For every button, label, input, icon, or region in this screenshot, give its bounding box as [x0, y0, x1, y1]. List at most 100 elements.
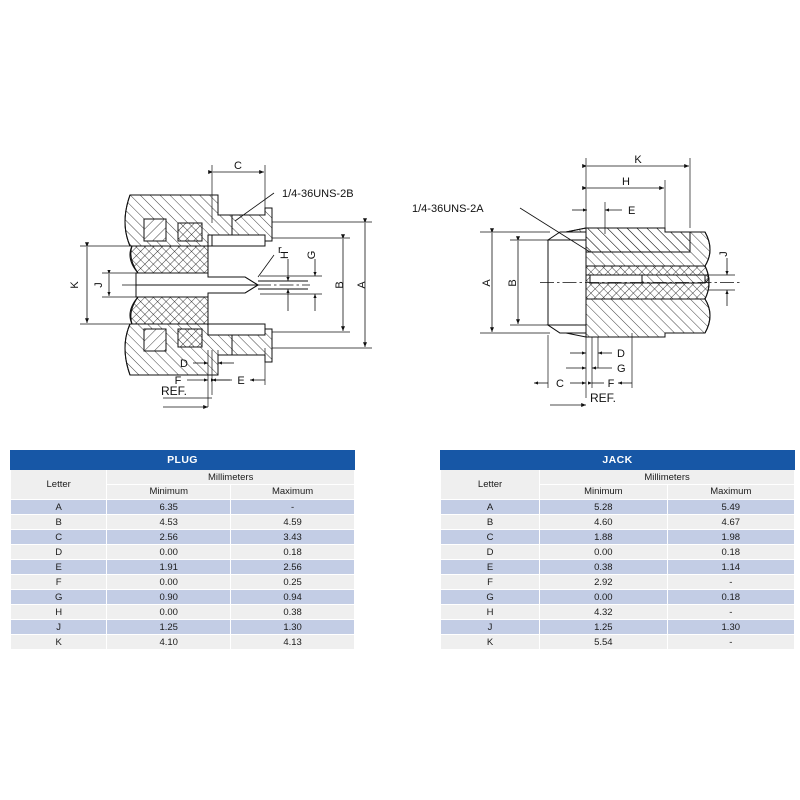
plug-max-header: Maximum	[230, 484, 355, 500]
jack-dim-k: K	[634, 154, 642, 166]
row-letter: A	[439, 499, 541, 515]
jack-dim-j: J	[718, 251, 730, 257]
table-row: G 0.90 0.94	[9, 589, 355, 605]
plug-dim-c: C	[234, 160, 242, 172]
jack-ref-label: REF.	[590, 391, 616, 405]
jack-max-header: Maximum	[666, 484, 796, 500]
plug-dimension-table: PLUG Letter Millimeters Minimum Maximum …	[9, 450, 355, 650]
plug-ref-label: REF.	[161, 384, 187, 398]
row-letter: G	[9, 589, 108, 605]
jack-dimension-table: JACK Letter Millimeters Minimum Maximum …	[439, 450, 796, 650]
row-letter: C	[439, 529, 541, 545]
row-max: 0.18	[230, 544, 355, 560]
table-row: D 0.00 0.18	[439, 544, 796, 560]
plug-dim-a: A	[356, 281, 368, 289]
plug-dim-d: D	[180, 358, 188, 370]
row-min: 6.35	[106, 499, 232, 515]
row-max: 0.94	[230, 589, 355, 605]
table-row: B 4.60 4.67	[439, 514, 796, 530]
jack-units-header: Millimeters	[539, 469, 795, 485]
row-max: -	[666, 574, 796, 590]
table-title-row: PLUG	[10, 450, 355, 470]
jack-thread-callout: 1/4-36UNS-2A	[412, 203, 484, 215]
row-max: 0.25	[230, 574, 355, 590]
row-min: 4.60	[539, 514, 668, 530]
plug-thread-callout: 1/4-36UNS-2B	[282, 188, 354, 200]
plug-dim-b: B	[334, 281, 346, 288]
plug-dim-k: K	[69, 281, 81, 289]
row-min: 5.54	[539, 634, 668, 650]
jack-min-header: Minimum	[539, 484, 668, 500]
row-min: 1.25	[106, 619, 232, 635]
plug-dim-j: J	[93, 282, 105, 288]
plug-min-header: Minimum	[106, 484, 232, 500]
table-row: H 4.32 -	[439, 604, 796, 620]
plug-letter-header: Letter	[9, 469, 108, 500]
table-row: F 2.92 -	[439, 574, 796, 590]
jack-table-title: JACK	[440, 450, 795, 470]
plug-dim-g: G	[306, 251, 318, 260]
row-min: 5.28	[539, 499, 668, 515]
row-max: 1.30	[230, 619, 355, 635]
plug-table-title: PLUG	[10, 450, 355, 470]
plug-drawing: C 1/4-36UNS-2B A B G H r K J D F E REF.	[60, 145, 405, 420]
row-letter: H	[439, 604, 541, 620]
row-min: 2.56	[106, 529, 232, 545]
row-max: 1.30	[666, 619, 796, 635]
row-letter: J	[439, 619, 541, 635]
row-max: 4.67	[666, 514, 796, 530]
table-row: A 5.28 5.49	[439, 499, 796, 515]
row-min: 1.25	[539, 619, 668, 635]
row-min: 4.10	[106, 634, 232, 650]
row-max: 3.43	[230, 529, 355, 545]
row-max: 0.38	[230, 604, 355, 620]
table-row: F 0.00 0.25	[9, 574, 355, 590]
table-row: E 0.38 1.14	[439, 559, 796, 575]
jack-dim-a: A	[481, 279, 493, 287]
row-letter: K	[439, 634, 541, 650]
plug-dim-f: F	[175, 375, 182, 387]
row-max: 4.13	[230, 634, 355, 650]
jack-letter-header: Letter	[439, 469, 541, 500]
jack-dim-e: E	[628, 205, 635, 217]
row-letter: H	[9, 604, 108, 620]
table-units-row: Letter Millimeters	[9, 469, 355, 500]
plug-dim-e: E	[237, 375, 244, 387]
row-max: 0.18	[666, 544, 796, 560]
table-row: K 5.54 -	[439, 634, 796, 650]
row-min: 1.88	[539, 529, 668, 545]
row-min: 0.90	[106, 589, 232, 605]
table-units-row: Letter Millimeters	[439, 469, 795, 500]
row-max: 2.56	[230, 559, 355, 575]
table-row: C 2.56 3.43	[9, 529, 355, 545]
row-max: 1.98	[666, 529, 796, 545]
row-letter: E	[9, 559, 108, 575]
row-min: 0.00	[106, 604, 232, 620]
row-letter: B	[9, 514, 108, 530]
table-row: E 1.91 2.56	[9, 559, 355, 575]
jack-dim-g: G	[617, 363, 626, 375]
table-row: B 4.53 4.59	[9, 514, 355, 530]
row-min: 0.00	[106, 574, 232, 590]
jack-dim-d: D	[617, 348, 625, 360]
table-row: J 1.25 1.30	[9, 619, 355, 635]
row-letter: J	[9, 619, 108, 635]
row-letter: A	[9, 499, 108, 515]
jack-dim-h: H	[622, 176, 630, 188]
table-row: D 0.00 0.18	[9, 544, 355, 560]
row-letter: D	[9, 544, 108, 560]
row-letter: B	[439, 514, 541, 530]
table-row: H 0.00 0.38	[9, 604, 355, 620]
table-title-row: JACK	[440, 450, 795, 470]
plug-dim-r: r	[278, 244, 282, 256]
row-letter: G	[439, 589, 541, 605]
row-max: 4.59	[230, 514, 355, 530]
row-min: 2.92	[539, 574, 668, 590]
jack-drawing: K H E 1/4-36UNS-2A A B J D G C F REF.	[400, 140, 795, 425]
row-min: 0.00	[539, 589, 668, 605]
row-letter: C	[9, 529, 108, 545]
row-max: -	[666, 634, 796, 650]
row-letter: E	[439, 559, 541, 575]
plug-dim-h: H	[279, 251, 291, 259]
